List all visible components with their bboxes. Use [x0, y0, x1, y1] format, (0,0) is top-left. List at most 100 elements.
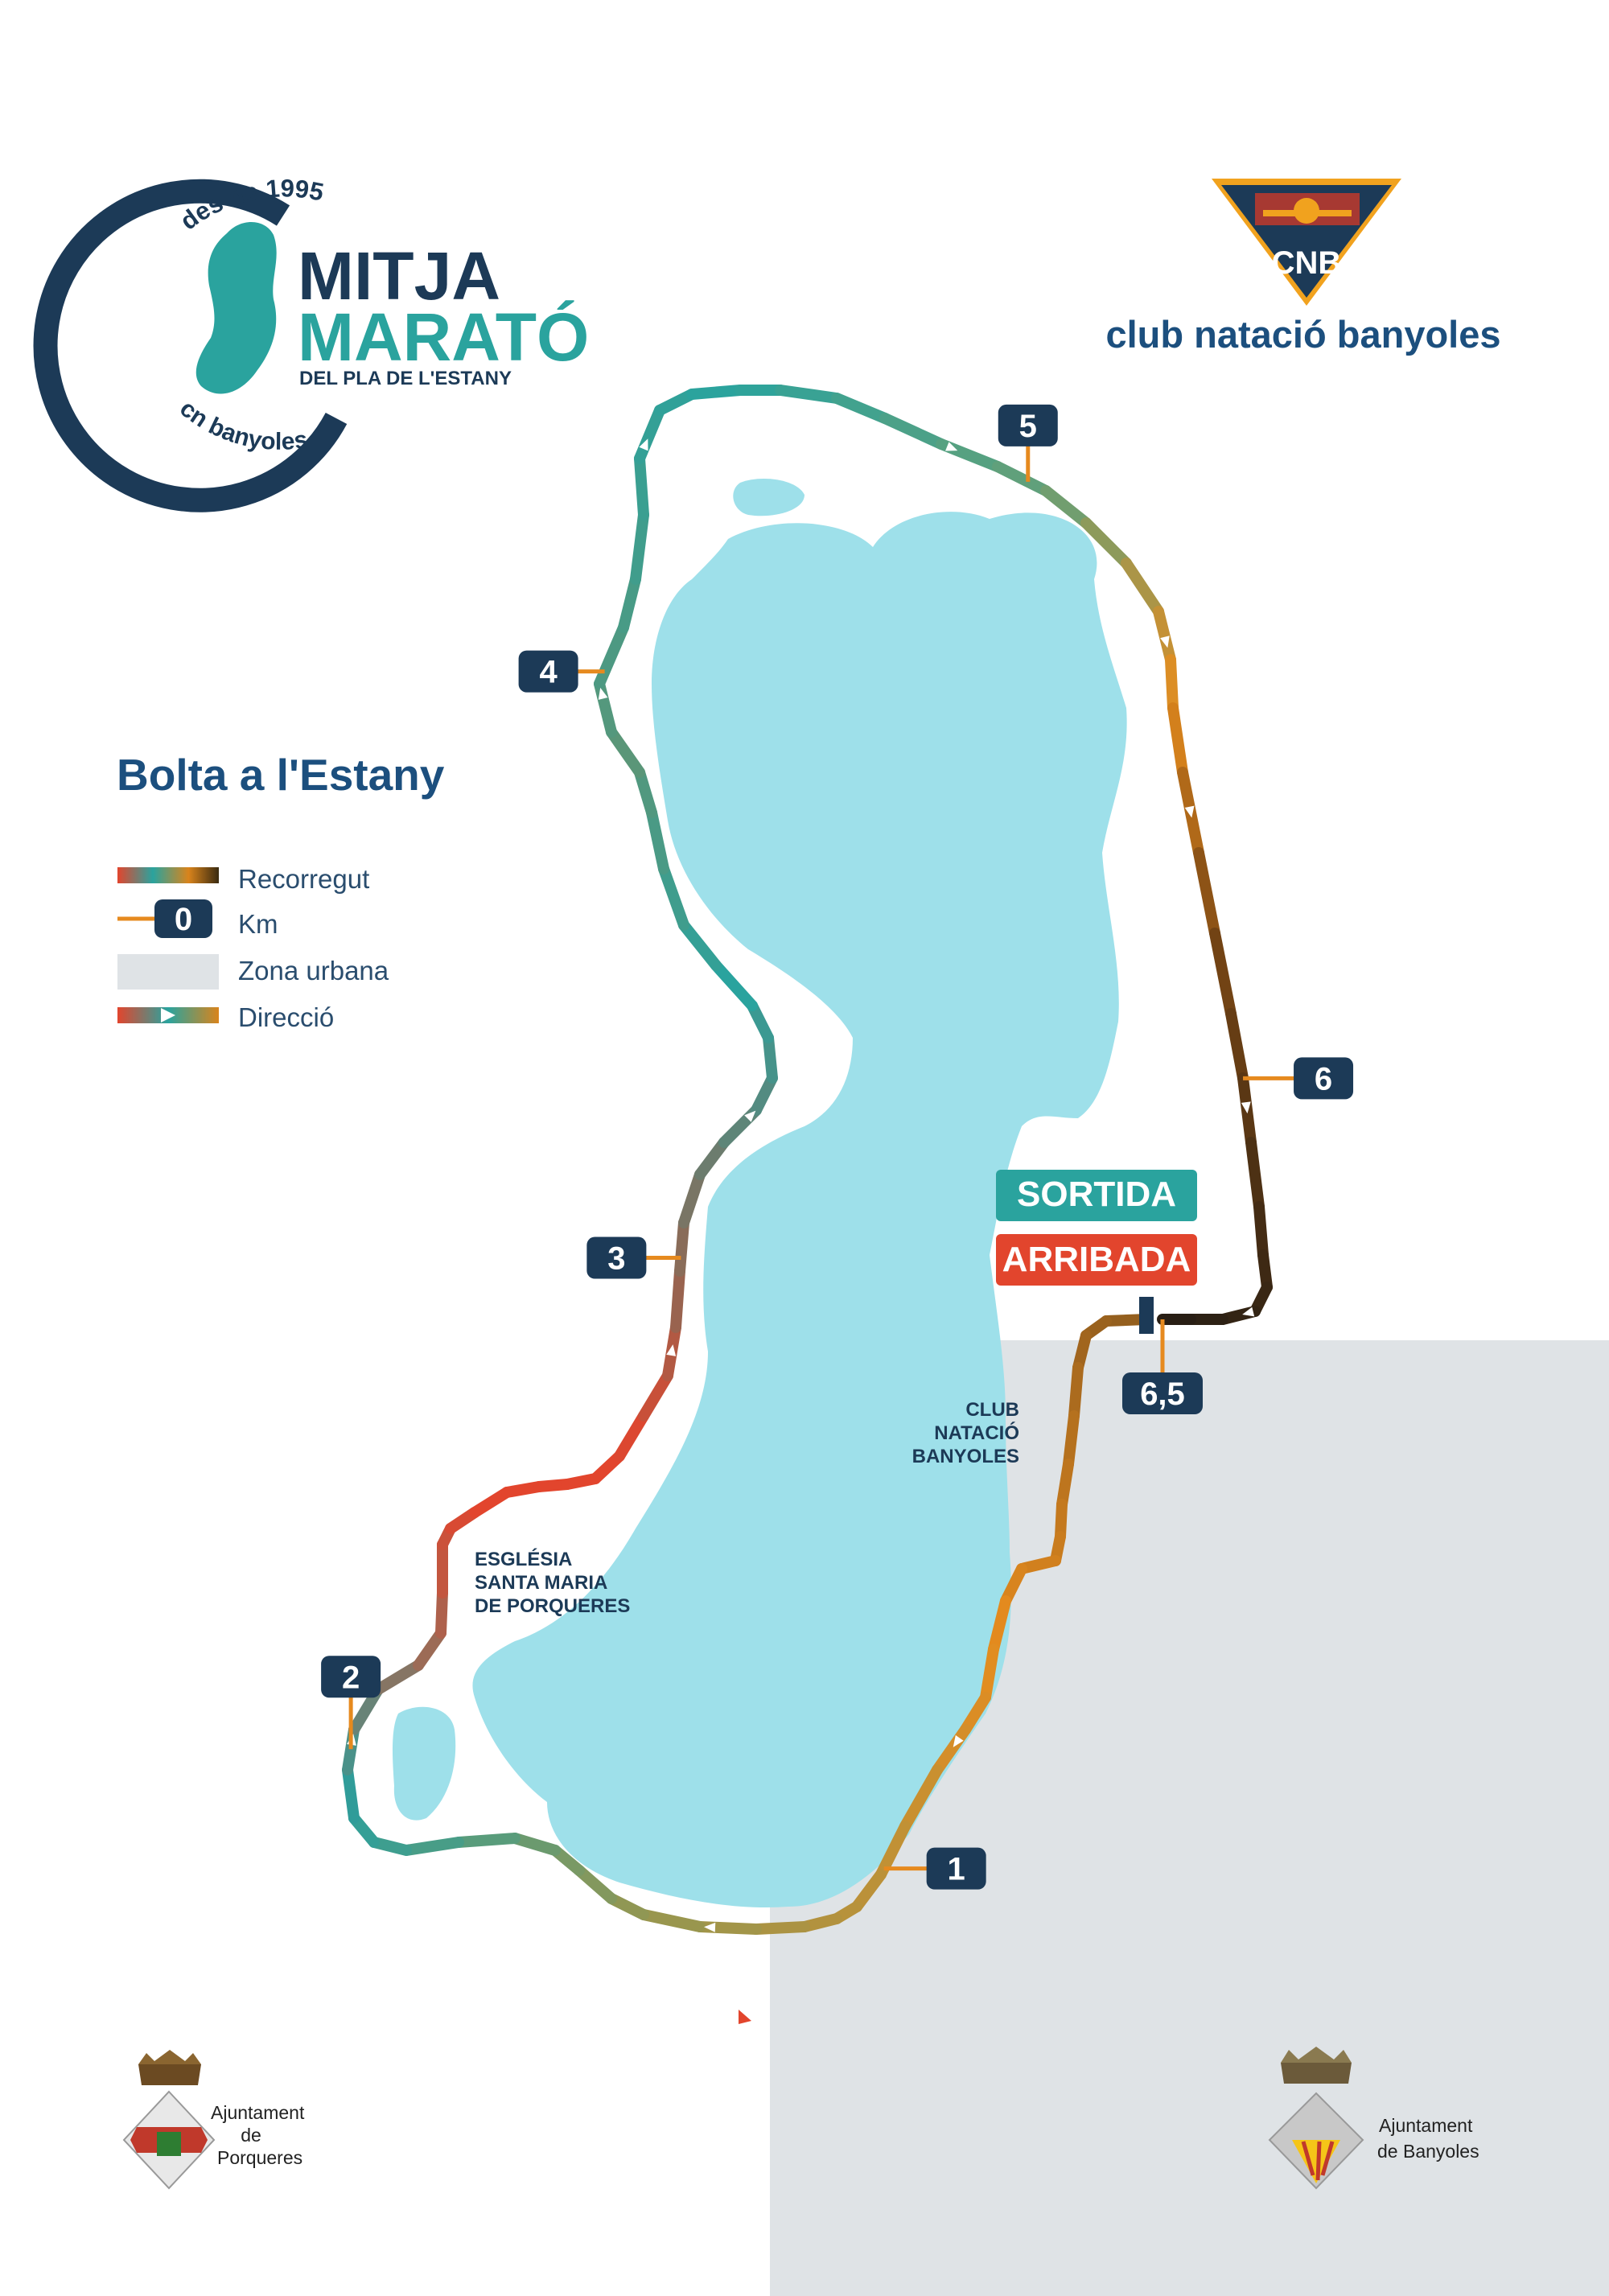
direction-arrow-icon	[953, 1734, 964, 1747]
route-segment	[618, 574, 641, 633]
route-segment	[1063, 1410, 1080, 1470]
route-line	[342, 385, 1273, 1935]
direction-arrow-icon	[1184, 805, 1195, 818]
route-segment	[372, 1660, 424, 1695]
route-segment	[435, 1587, 448, 1639]
coat-banyoles-line1: Ajuntament	[1379, 2115, 1473, 2136]
legend: Recorregut 0 Km Zona urbana Direcció	[117, 864, 389, 1032]
route-segment	[1209, 928, 1237, 1019]
legend-km-badge	[154, 899, 212, 938]
route-segment	[1040, 485, 1092, 529]
route-segment	[899, 1764, 943, 1832]
route-segment	[751, 1072, 778, 1116]
route-segment	[694, 1137, 730, 1180]
route-segment	[606, 1893, 649, 1920]
coat-banyoles-line2: de Banyoles	[1377, 2141, 1479, 2162]
route-segment	[1245, 1137, 1265, 1212]
route-segment	[574, 1865, 617, 1904]
route-segment	[594, 622, 629, 689]
logo-ring	[33, 179, 348, 512]
route-segment	[1080, 517, 1132, 569]
route-segment	[710, 960, 758, 1011]
logo-line1: MITJA	[298, 238, 500, 314]
legend-route-swatch	[117, 867, 219, 883]
km-marker-5: 5	[998, 404, 1058, 482]
route-segment	[614, 1410, 649, 1462]
route-segment	[831, 393, 891, 424]
place-club-line1: CLUB	[965, 1399, 1019, 1421]
route-segment	[509, 1833, 561, 1856]
route-segment	[638, 1909, 706, 1932]
direction-arrow-icon	[1241, 1101, 1251, 1114]
route-segment	[775, 385, 842, 404]
route-segment	[630, 509, 649, 585]
club-logo: CNB club natació banyoles	[1105, 179, 1501, 356]
legend-km-label: Km	[238, 909, 278, 939]
route-segment	[413, 1627, 446, 1671]
place-club-line3: BANYOLES	[912, 1446, 1019, 1467]
club-name: club natació banyoles	[1105, 313, 1500, 356]
direction-arrow-icon	[945, 442, 958, 451]
route-segment	[747, 1000, 774, 1043]
legend-route-label: Recorregut	[238, 864, 369, 894]
crown-icon-banyoles	[1281, 2063, 1352, 2084]
lake	[472, 512, 1127, 1907]
place-club: CLUB NATACIÓ BANYOLES	[912, 1399, 1019, 1467]
start-badge: SORTIDA	[996, 1170, 1197, 1221]
finish-badge: ARRIBADA	[996, 1234, 1197, 1286]
route-segment	[875, 1821, 911, 1880]
route-segment	[1167, 702, 1188, 778]
route-segment	[670, 1265, 685, 1333]
place-church-line1: ESGLÉSIA	[475, 1548, 572, 1570]
direction-arrow-icon	[744, 1110, 756, 1122]
route-segment	[992, 461, 1051, 496]
route-segment	[1225, 1008, 1249, 1084]
route-segment	[851, 1869, 887, 1912]
km-marker-6: 6	[1243, 1057, 1354, 1100]
route-segment	[634, 453, 649, 521]
start-finish-line	[1139, 1297, 1154, 1334]
route-segment	[1068, 1362, 1084, 1422]
legend-km-sample: 0	[175, 902, 192, 937]
km-marker-6-5: 6,5	[1122, 1319, 1203, 1414]
direction-arrow-icon	[1242, 1306, 1255, 1317]
legend-direction-label: Direcció	[238, 1002, 334, 1032]
place-church: ESGLÉSIA SANTA MARIA DE PORQUERES	[475, 1548, 630, 1617]
coat-porqueres-line1: Ajuntament	[211, 2102, 305, 2123]
route-segment	[932, 1724, 971, 1775]
direction-arrow-icon	[1160, 636, 1170, 648]
route-segment	[1121, 558, 1164, 617]
route-segment	[469, 1487, 512, 1518]
route-segment	[658, 863, 689, 931]
logo-line2: MARATÓ	[298, 299, 589, 375]
km-marker-1: 1	[883, 1847, 986, 1890]
km-marker-label: 1	[948, 1852, 965, 1887]
direction-arrow-icon	[598, 687, 608, 700]
route-segment	[646, 807, 669, 874]
route-segment	[751, 1921, 810, 1935]
route-segment	[638, 1370, 673, 1422]
route-segment	[1000, 1563, 1027, 1607]
route-segment	[674, 1217, 689, 1277]
lake-west-pond	[392, 1706, 456, 1821]
route-segment	[1165, 654, 1179, 714]
km-marker-2: 2	[321, 1656, 381, 1750]
place-club-line2: NATACIÓ	[934, 1422, 1019, 1444]
coat-porqueres: Ajuntament de Porqueres	[122, 2050, 305, 2190]
crown-icon	[138, 2064, 201, 2085]
start-label: SORTIDA	[1017, 1175, 1176, 1214]
coat-banyoles: Ajuntament de Banyoles	[1268, 2047, 1479, 2190]
route-segment	[606, 726, 645, 778]
km-marker-label: 2	[342, 1660, 360, 1695]
place-church-line3: DE PORQUERES	[475, 1595, 630, 1617]
legend-direction-arrow-icon	[161, 1008, 175, 1023]
route-segment	[763, 1032, 778, 1084]
route-segment	[988, 1595, 1011, 1655]
route-segment	[879, 413, 947, 450]
km-marker-4: 4	[518, 650, 605, 693]
direction-arrow-icon	[639, 438, 648, 451]
route-segment	[1056, 1459, 1074, 1510]
event-logo: des de 1995 cn banyoles MITJA MARATÓ DEL…	[33, 174, 589, 512]
